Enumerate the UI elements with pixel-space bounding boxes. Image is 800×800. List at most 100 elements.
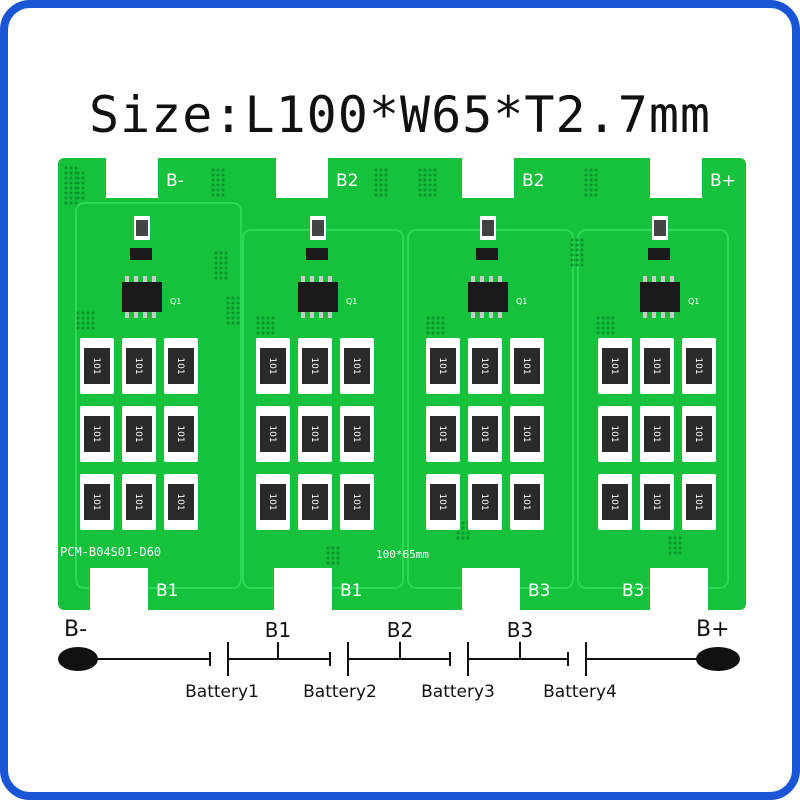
chip-label: Q1 [688,297,699,306]
resistor-code: 101 [437,357,447,374]
pcb-via [673,541,677,545]
pcb-via [428,168,432,172]
pcb-via [214,271,218,275]
resistor-body [344,484,370,520]
battery-label: Battery1 [185,682,259,702]
pcb-via [219,266,223,270]
pcb-via [433,188,437,192]
pcb-via [326,546,330,550]
pcb-via [74,166,78,170]
small-component-body [482,220,494,236]
pcb-via [570,253,574,257]
pcb-via [81,316,85,320]
pcb-via [596,326,600,330]
pcb-via [236,296,240,300]
resistor-code: 101 [91,493,101,510]
top-pad-label: B2 [522,171,544,191]
pcb-via [433,168,437,172]
pcb-via [584,173,588,177]
pcb-via [336,556,340,560]
battery-label: Battery3 [421,682,495,702]
pcb-via [331,556,335,560]
resistor-code: 101 [267,425,277,442]
resistor-body [514,484,540,520]
pcb-via [436,331,440,335]
pcb-via [69,171,73,175]
bottom-pad-label: B1 [156,581,178,601]
pcb-via [331,561,335,565]
pcb-via [601,326,605,330]
resistor-code: 101 [609,357,619,374]
pcb-via [76,186,80,190]
pcb-via [256,316,260,320]
pcb-via [426,321,430,325]
chip-pin [319,312,323,318]
chip-pin [125,276,129,282]
terminal-positive-label: B+ [696,617,730,642]
pcb-via [216,168,220,172]
pcb-via [589,193,593,197]
pcb-via [433,173,437,177]
pcb-via [219,256,223,260]
pcb-via [81,171,85,175]
pcb-via [584,193,588,197]
pcb-via [256,321,260,325]
pcb-via [575,258,579,262]
pcb-via [584,168,588,172]
chip-pin [489,276,493,282]
mosfet-chip [298,282,338,312]
pcb-via [64,176,68,180]
pcb-via [64,201,68,205]
pcb-via [231,316,235,320]
small-component-body [136,220,148,236]
pcb-via [81,311,85,315]
pcb-via [219,271,223,275]
pcb-via [266,316,270,320]
pcb-via [226,306,230,310]
resistor-body [260,416,286,452]
pcb-via [326,561,330,565]
pcb-via [216,178,220,182]
pcb-via [219,276,223,280]
pcb-via [236,301,240,305]
pcb-via [441,316,445,320]
pcb-via [374,168,378,172]
pcb-via [418,188,422,192]
resistor-body [302,416,328,452]
pcb-via [418,168,422,172]
resistor-code: 101 [175,493,185,510]
resistor-body [686,416,712,452]
pcb-via [374,178,378,182]
pcb-via [606,321,610,325]
pcb-via [575,243,579,247]
pcb-via [441,321,445,325]
resistor-code: 101 [309,425,319,442]
pcb-via [418,193,422,197]
pcb-via [81,191,85,195]
resistor-body [644,348,670,384]
pcb-via [575,263,579,267]
pcb-via [601,316,605,320]
chip-pin [134,276,138,282]
pcb-via [431,321,435,325]
resistor-code: 101 [651,425,661,442]
negative-terminal-dot [58,647,98,671]
resistor-code: 101 [609,493,619,510]
chip-label: Q1 [516,297,527,306]
pcb-via [331,546,335,550]
pcb-via [384,168,388,172]
top-pad-label: B2 [336,171,358,191]
pcb-via [379,168,383,172]
chip-pin [471,312,475,318]
resistor-body [126,348,152,384]
pcb-via [584,188,588,192]
resistor-body [644,484,670,520]
pcb-via [256,326,260,330]
pcb-via [91,316,95,320]
pcb-via [216,183,220,187]
pcb-via [221,168,225,172]
pcb-via [678,541,682,545]
chip-pin [480,312,484,318]
resistor-body [686,484,712,520]
